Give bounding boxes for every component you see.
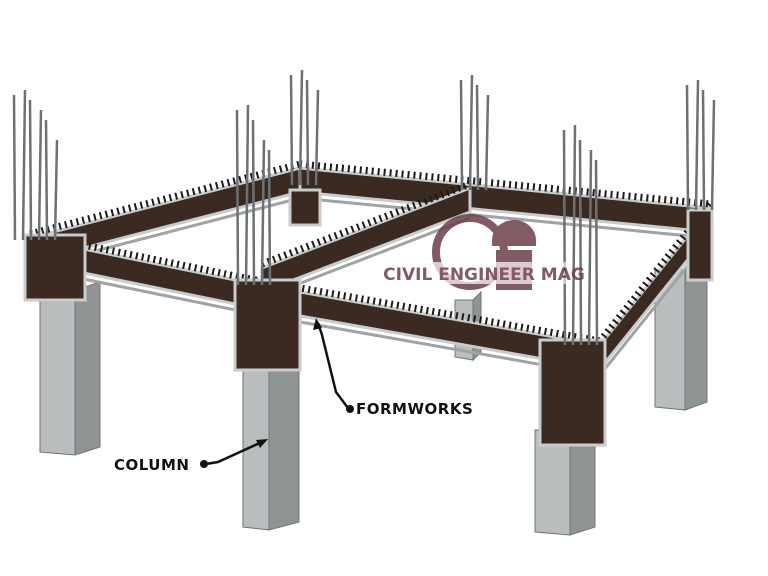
- beam-soffit-board: [299, 196, 711, 240]
- rebar: [37, 109, 43, 241]
- beam-stirrups: [260, 180, 472, 268]
- rebar: [578, 139, 583, 346]
- column-formwork-box: [686, 208, 714, 282]
- rebar: [314, 89, 320, 186]
- beam-stirrups: [29, 230, 256, 284]
- rebar: [562, 129, 567, 346]
- rebar: [694, 79, 700, 211]
- watermark-banner: [398, 262, 570, 284]
- beam-stirrups: [29, 160, 301, 238]
- rebar: [305, 79, 310, 186]
- rebar: [289, 74, 294, 186]
- beam-stirrups: [299, 160, 711, 208]
- beam-stirrups: [254, 276, 601, 345]
- column-formwork-box: [23, 233, 87, 302]
- civil-engineer-mag-watermark: CIVIL ENGINEER MAG: [383, 214, 585, 290]
- rebar: [267, 149, 272, 286]
- rebar: [235, 109, 240, 286]
- label-leaders: [200, 318, 354, 468]
- rebar: [587, 149, 593, 346]
- formworks-dot: [346, 405, 354, 413]
- column-arrowhead: [256, 439, 268, 448]
- formworks-leader-line: [316, 322, 349, 409]
- rebar: [260, 139, 266, 286]
- rebar: [475, 84, 480, 191]
- rebar: [28, 99, 33, 241]
- beam-formworks: [28, 160, 713, 377]
- formworks-arrowhead: [313, 318, 322, 330]
- column-side-face: [684, 261, 708, 411]
- rebar: [12, 94, 17, 241]
- rebar: [484, 94, 490, 191]
- rebar-groups: [12, 69, 716, 346]
- rebar: [298, 69, 304, 186]
- rebar: [251, 119, 256, 286]
- rebar: [53, 139, 59, 241]
- formworks-label: FORMWORKS: [356, 400, 474, 418]
- rebar: [459, 79, 464, 191]
- rebar: [594, 159, 599, 346]
- column-side-face: [74, 281, 101, 456]
- rebar: [701, 89, 706, 211]
- rebar: [571, 124, 577, 346]
- column-formwork-box: [538, 338, 607, 447]
- column-formwork-box: [233, 278, 302, 372]
- watermark-text: CIVIL ENGINEER MAG: [383, 265, 585, 285]
- column-formwork-box: [288, 188, 322, 227]
- rebar: [468, 74, 474, 191]
- column-leader-line: [205, 440, 263, 466]
- column-label: COLUMN: [114, 456, 190, 474]
- column-dot: [200, 460, 208, 468]
- rebar: [21, 89, 27, 241]
- column-front-face: [39, 289, 76, 456]
- rebar: [685, 84, 690, 211]
- rebar: [710, 99, 716, 211]
- rebar: [244, 104, 250, 286]
- rebar: [44, 119, 49, 241]
